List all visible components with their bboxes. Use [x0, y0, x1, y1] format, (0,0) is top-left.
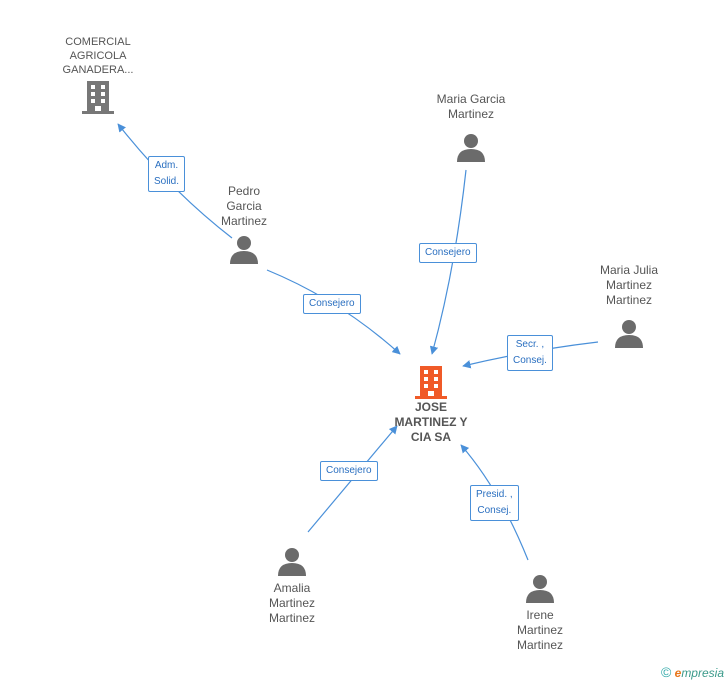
edge-label-secr-consej[interactable]: Secr. , Consej. [507, 335, 553, 371]
edge-label-adm-solid[interactable]: Adm. Solid. [148, 156, 186, 192]
edge-label-consejero-maria-garcia[interactable]: Consejero [419, 243, 477, 263]
node-label: Maria Garcia Martinez [436, 92, 506, 121]
person-icon [615, 320, 643, 348]
node-label: Pedro Garcia Martinez [220, 184, 267, 228]
node-maria-garcia-martinez[interactable]: Maria Garcia Martinez [423, 92, 519, 162]
person-icon [526, 575, 554, 603]
node-label: Amalia Martinez Martinez [268, 581, 315, 625]
brand-initial: e [674, 666, 682, 680]
person-icon [278, 548, 306, 576]
node-comercial-agricola[interactable]: COMERCIAL AGRICOLA GANADERA... [50, 35, 146, 115]
edge-maria-garcia-center [429, 169, 467, 355]
brand-name: mpresia [681, 666, 724, 680]
empresia-logo: © empresia [661, 664, 724, 680]
edge-label-presid-consej[interactable]: Presid. , Consej. [470, 485, 519, 521]
node-irene-martinez[interactable]: Irene Martinez Martinez [500, 573, 580, 653]
person-icon [457, 134, 485, 162]
copyright-icon: © [660, 664, 672, 680]
edge-label-consejero-amalia[interactable]: Consejero [320, 461, 378, 481]
node-amalia-martinez[interactable]: Amalia Martinez Martinez [252, 546, 332, 626]
node-label: Maria Julia Martinez Martinez [599, 263, 659, 307]
node-label: Irene Martinez Martinez [516, 608, 563, 652]
node-jose-martinez-y-cia[interactable]: JOSE MARTINEZ Y CIA SA [386, 364, 476, 445]
edge-label-consejero-pedro[interactable]: Consejero [303, 294, 361, 314]
person-icon [230, 236, 258, 264]
node-maria-julia-martinez[interactable]: Maria Julia Martinez Martinez [586, 263, 672, 348]
node-pedro-garcia-martinez[interactable]: Pedro Garcia Martinez [204, 184, 284, 264]
building-icon [415, 366, 447, 399]
node-label: JOSE MARTINEZ Y CIA SA [394, 400, 468, 444]
node-label: COMERCIAL AGRICOLA GANADERA... [62, 36, 134, 76]
building-icon [82, 81, 114, 114]
